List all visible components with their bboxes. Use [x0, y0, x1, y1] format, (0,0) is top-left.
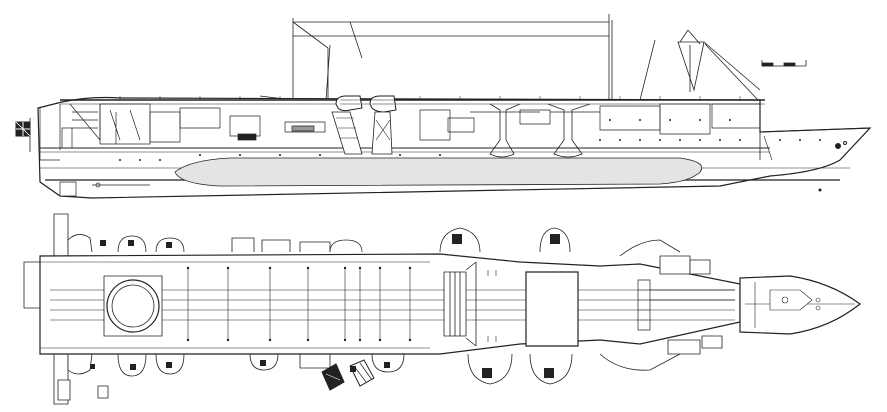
masts-and-rigging	[260, 14, 760, 104]
stern-sponsons	[58, 380, 108, 400]
elevator-supports	[470, 104, 600, 157]
scale-bar	[762, 60, 806, 66]
flight-deck-plan-view	[24, 214, 860, 404]
deck-elevator-icon	[526, 272, 578, 346]
deck-railing	[120, 96, 740, 100]
anti-torpedo-bulge	[175, 158, 702, 186]
portholes	[119, 119, 822, 192]
forward-deck-tracks	[638, 280, 735, 330]
gallery-deck-structures	[100, 104, 760, 144]
deck-lines	[40, 262, 735, 348]
sponsons-starboard	[68, 354, 680, 384]
forward-deck-structures	[660, 256, 722, 354]
side-elevation-view	[16, 14, 870, 198]
stern-structure	[40, 104, 150, 196]
funnel-icon	[370, 96, 396, 154]
forward-deck-fittings	[488, 270, 496, 342]
flag-icon	[16, 118, 30, 152]
sponsons-port	[68, 228, 680, 256]
crash-barrier	[444, 262, 476, 346]
arrester-wires	[188, 268, 410, 340]
deck-elevator-icon	[104, 276, 162, 336]
funnel-icon	[322, 360, 374, 390]
funnel-icon	[332, 96, 362, 154]
aa-gun-mount-icon	[90, 234, 560, 378]
